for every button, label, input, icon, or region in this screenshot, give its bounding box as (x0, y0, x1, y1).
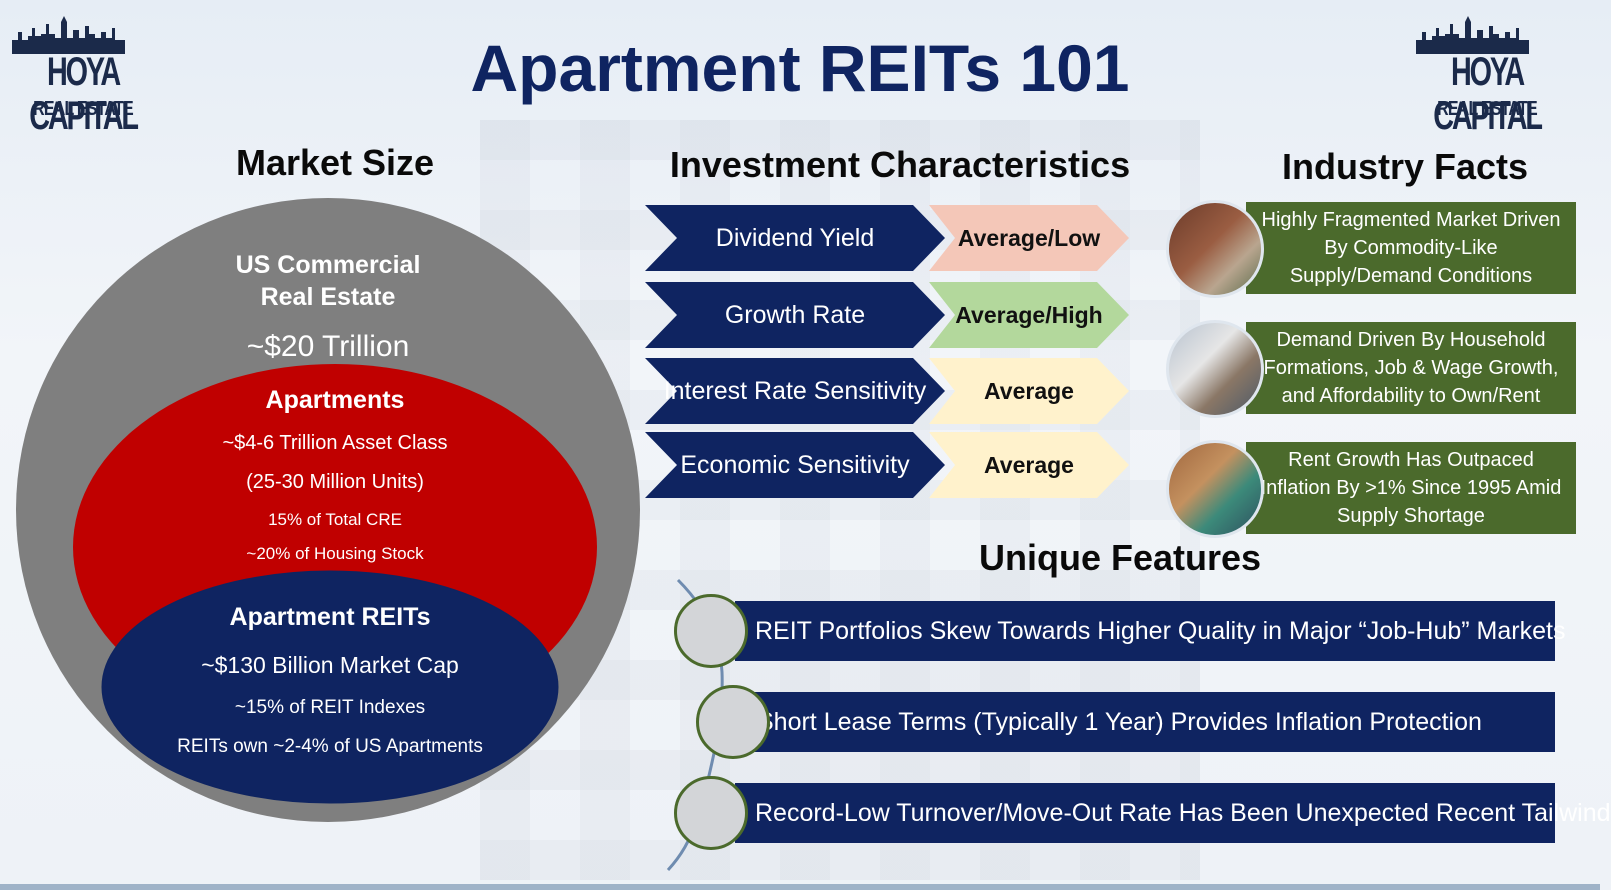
logo-text: HOYA CAPITAL (29, 50, 139, 138)
characteristic-rating: Average (984, 378, 1074, 404)
unique-heading: Unique Features (978, 537, 1262, 578)
logo-subtext: REAL ESTATE (1437, 98, 1537, 120)
fact-box: Demand Driven By Household Formations, J… (1246, 322, 1576, 414)
reits-label: Apartment REITs (229, 603, 431, 631)
logo-text: HOYA CAPITAL (1433, 50, 1543, 138)
characteristic-row: Dividend Yield Average/Low (645, 205, 1135, 271)
industry-heading: Industry Facts (1281, 146, 1529, 187)
characteristic-row: Interest Rate Sensitivity Average (645, 358, 1135, 424)
skyline-icon (12, 16, 125, 54)
fact-box: Rent Growth Has Outpaced Inflation By >1… (1246, 442, 1576, 534)
feature-bullet-icon (674, 594, 748, 668)
characteristic-rating: Average/High (955, 302, 1103, 328)
characteristic-row: Economic Sensitivity Average (645, 432, 1135, 498)
apartments-line: ~$4-6 Trillion Asset Class (222, 432, 448, 454)
outer-label-line1: US Commercial (235, 251, 421, 279)
feature-bar: Record-Low Turnover/Move-Out Rate Has Be… (735, 783, 1611, 843)
market-size-heading: Market Size (235, 142, 435, 183)
building-photo-icon (1166, 320, 1264, 418)
characteristic-label: Interest Rate Sensitivity (663, 377, 927, 405)
arrow-shapes (645, 205, 1129, 271)
reits-line: REITs own ~2-4% of US Apartments (177, 736, 483, 757)
reits-line: ~$130 Billion Market Cap (201, 652, 459, 678)
arrow-shapes (645, 432, 1129, 498)
feature-bullet-icon (674, 776, 748, 850)
bottom-border (0, 884, 1600, 890)
feature-bar: Short Lease Terms (Typically 1 Year) Pro… (735, 692, 1555, 752)
reits-line: ~15% of REIT Indexes (234, 697, 426, 718)
logo-subtext: REAL ESTATE (33, 98, 133, 120)
characteristic-label: Dividend Yield (715, 224, 875, 252)
page-title: Apartment REITs 101 (470, 31, 1130, 105)
apartments-line: ~20% of Housing Stock (246, 544, 424, 563)
building-photo-icon (1166, 440, 1264, 538)
characteristic-label: Growth Rate (724, 301, 866, 329)
building-photo-icon (1166, 200, 1264, 298)
arrow-shapes (645, 358, 1129, 424)
characteristic-label: Economic Sensitivity (680, 451, 910, 479)
investment-heading: Investment Characteristics (669, 144, 1131, 185)
outer-value: ~$20 Trillion (246, 330, 410, 363)
apartments-label: Apartments (265, 386, 405, 414)
arrow-shapes (645, 282, 1129, 348)
logo-right: HOYA CAPITAL REAL ESTATE (1412, 14, 1562, 138)
inner-ellipse (101, 570, 559, 804)
apartments-line: 15% of Total CRE (268, 510, 402, 529)
market-size-diagram (16, 198, 640, 822)
characteristic-rating: Average/Low (957, 225, 1101, 251)
fact-box: Highly Fragmented Market Driven By Commo… (1246, 202, 1576, 294)
skyline-icon (1416, 16, 1529, 54)
feature-bar: REIT Portfolios Skew Towards Higher Qual… (735, 601, 1565, 661)
apartments-line: (25-30 Million Units) (246, 471, 424, 493)
characteristic-row: Growth Rate Average/High (645, 282, 1135, 348)
feature-bullet-icon (696, 685, 770, 759)
logo-left: HOYA CAPITAL REAL ESTATE (8, 14, 158, 138)
characteristic-rating: Average (984, 452, 1074, 478)
outer-label-line2: Real Estate (260, 283, 396, 311)
